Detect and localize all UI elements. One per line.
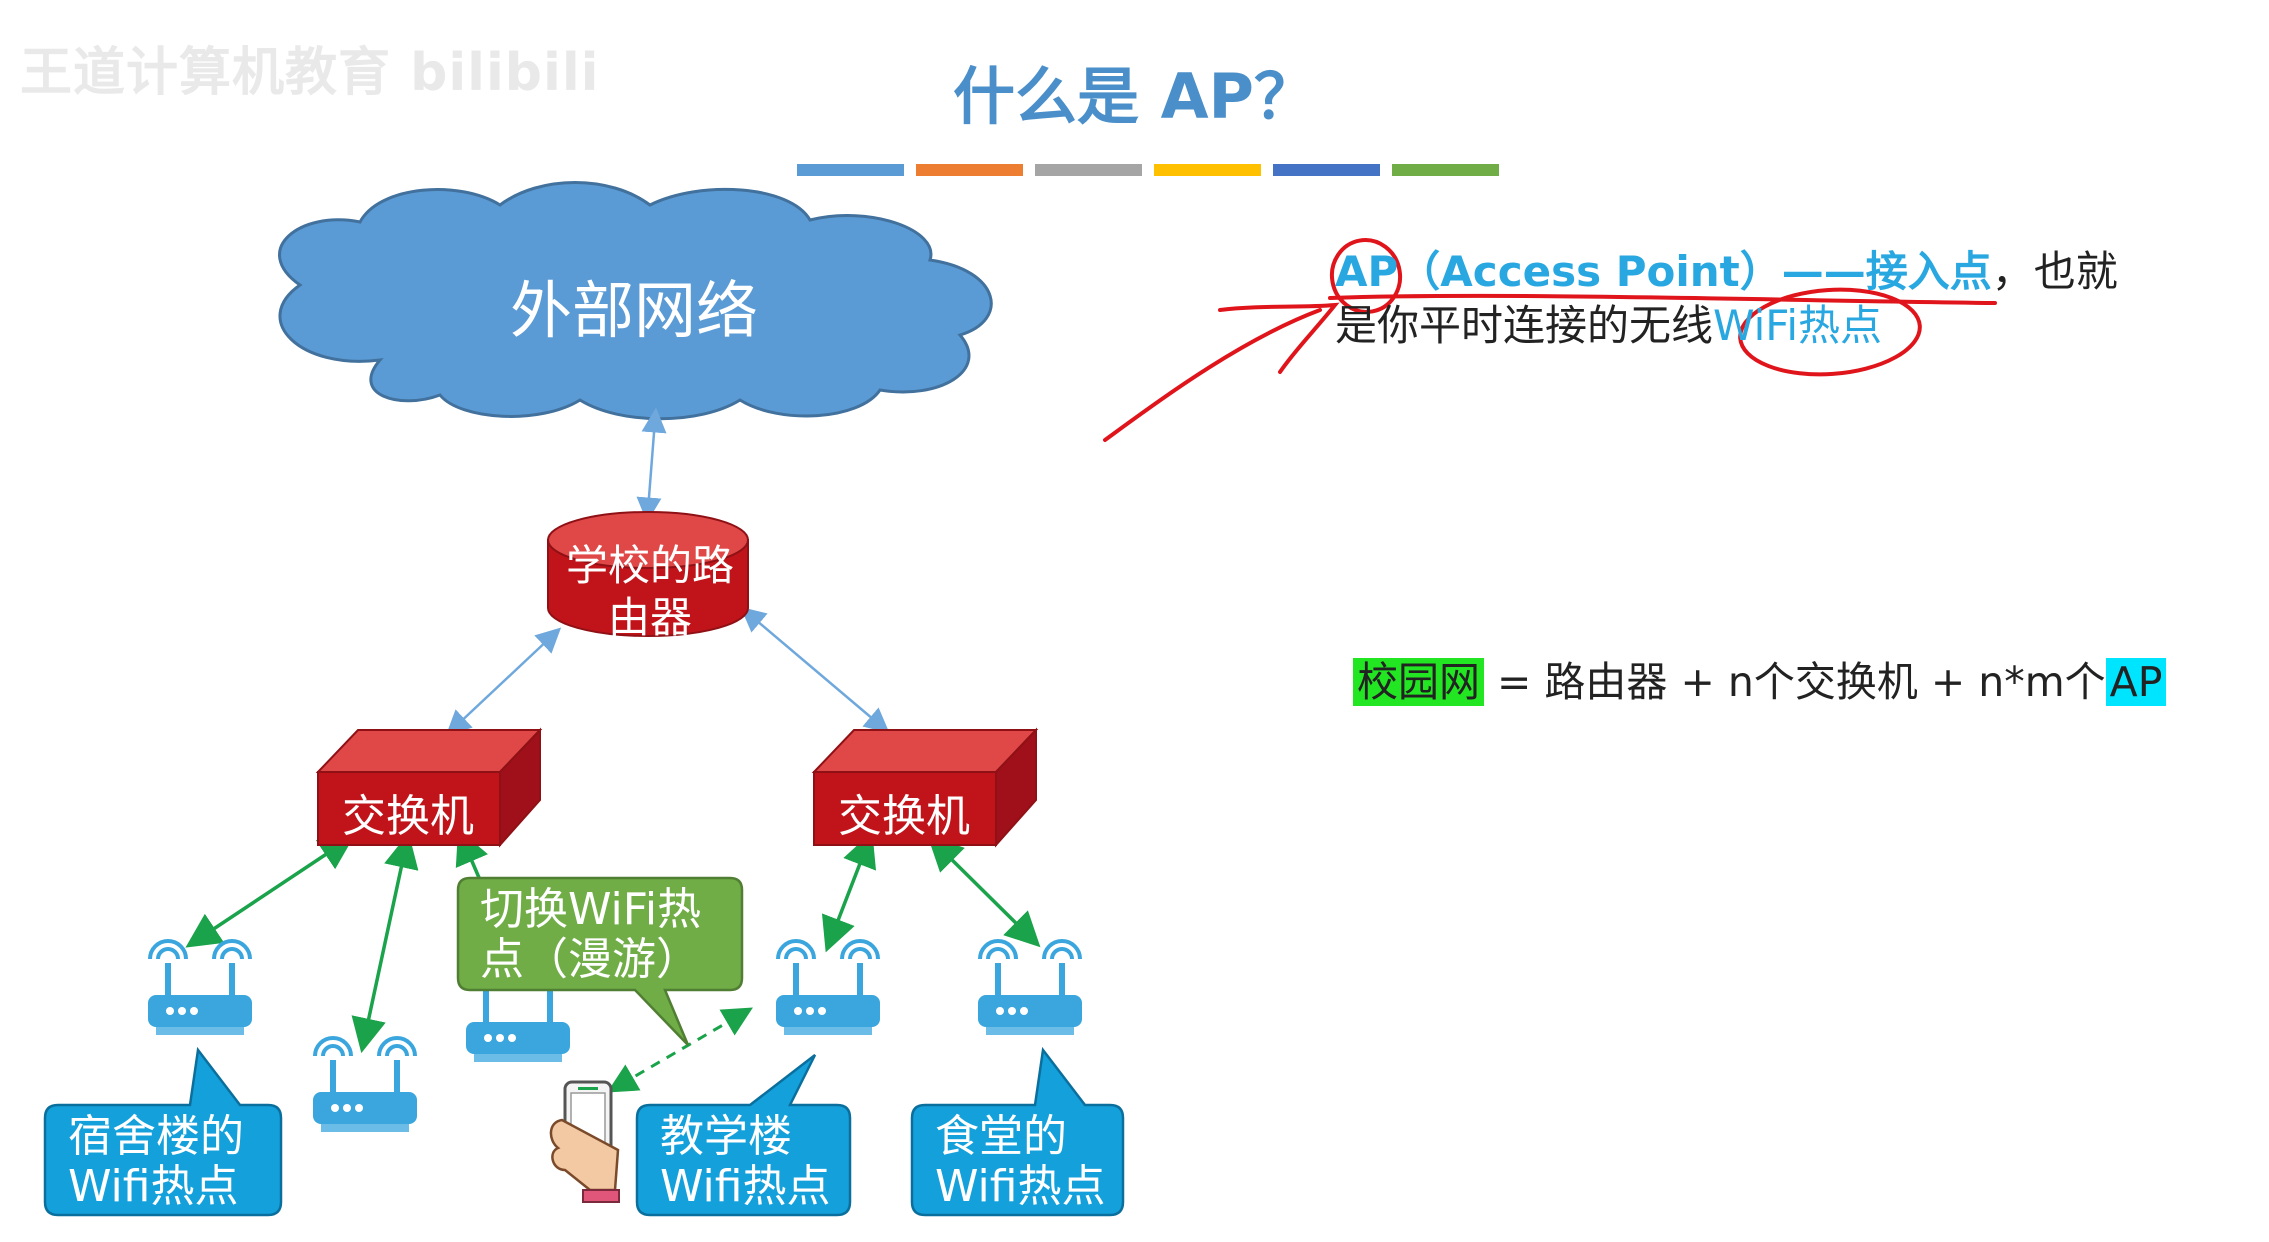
switch-right-label: 交换机 xyxy=(838,791,970,842)
ap-circle-annotation xyxy=(1329,238,1403,314)
router-label: 学校的路由器 xyxy=(565,541,734,642)
switch-left-icon xyxy=(315,727,543,848)
arrow-annotation-head xyxy=(1218,302,1340,374)
wifi-circle-annotation xyxy=(1738,287,1922,377)
page-title: 什么是 AP？ xyxy=(952,60,1316,133)
teaching-callout-label: 教学楼Wifi热点 xyxy=(660,1111,831,1212)
wifi-hotspot-term: WiFi热点 xyxy=(1713,301,1883,350)
switch-left-label: 交换机 xyxy=(342,791,474,842)
switch-right-icon xyxy=(811,727,1039,848)
color-bar-segment xyxy=(797,164,904,176)
canteen-callout-label: 食堂的Wifi热点 xyxy=(935,1111,1106,1212)
link-switchL-ap2 xyxy=(351,832,419,1054)
wireless-ap-icon xyxy=(776,939,880,1035)
canteen-callout-shape xyxy=(910,1046,1125,1217)
underline-annotation xyxy=(1328,293,1997,305)
definition-tail: ，也就 xyxy=(1991,247,2118,296)
formula-ap-term: AP xyxy=(2105,658,2167,706)
campus-network-formula: 校园网 = 路由器 + n个交换机 + n*m个AP xyxy=(1353,648,2167,708)
color-bar xyxy=(797,164,1499,176)
wireless-ap-icon xyxy=(148,939,252,1035)
link-switchR-ap4 xyxy=(821,831,877,953)
color-bar-segment xyxy=(1154,164,1261,176)
teaching-callout-shape xyxy=(635,1054,852,1217)
router-icon xyxy=(547,511,749,637)
ap-definition: AP（Access Point）——接入点，也就 是你平时连接的无线WiFi热点 xyxy=(1335,245,2155,353)
wireless-ap-icon xyxy=(978,939,1082,1035)
wireless-ap-icon xyxy=(313,1036,417,1132)
dorm-callout-label: 宿舍楼的Wifi热点 xyxy=(68,1111,244,1212)
link-router-switch-right xyxy=(740,606,890,734)
link-phone-ap xyxy=(607,1007,753,1093)
definition-line-2: 是你平时连接的无线 xyxy=(1335,301,1714,350)
arrow-annotation-line xyxy=(1103,308,1322,442)
phone-in-hand-icon xyxy=(549,1080,620,1203)
link-cloud-router xyxy=(636,407,667,523)
campus-network-term: 校园网 xyxy=(1353,658,1484,706)
color-bar-segment xyxy=(1273,164,1380,176)
formula-middle: = 路由器 + n个交换机 + n*m个 xyxy=(1484,658,2106,706)
network-links xyxy=(185,407,1041,1093)
roaming-callout-shape xyxy=(456,876,744,1046)
link-switchR-ap5 xyxy=(927,835,1041,948)
color-bar-segment xyxy=(1035,164,1142,176)
color-bar-segment xyxy=(1392,164,1499,176)
dorm-callout-shape xyxy=(43,1046,283,1217)
red-annotations xyxy=(1103,238,1997,442)
link-switchL-ap3 xyxy=(455,828,488,881)
cloud-label: 外部网络 xyxy=(510,274,759,347)
cloud-shape xyxy=(278,181,993,421)
link-switchL-ap1 xyxy=(185,835,355,948)
color-bar-segment xyxy=(916,164,1023,176)
ap-term: AP xyxy=(1335,247,1399,296)
roaming-callout-label: 切换WiFi热点（漫游） xyxy=(480,884,702,985)
link-router-switch-left xyxy=(445,627,562,736)
ap-full-name: （Access Point）——接入点 xyxy=(1398,247,1992,296)
watermark: 王道计算机教育 bilibili xyxy=(20,43,600,103)
